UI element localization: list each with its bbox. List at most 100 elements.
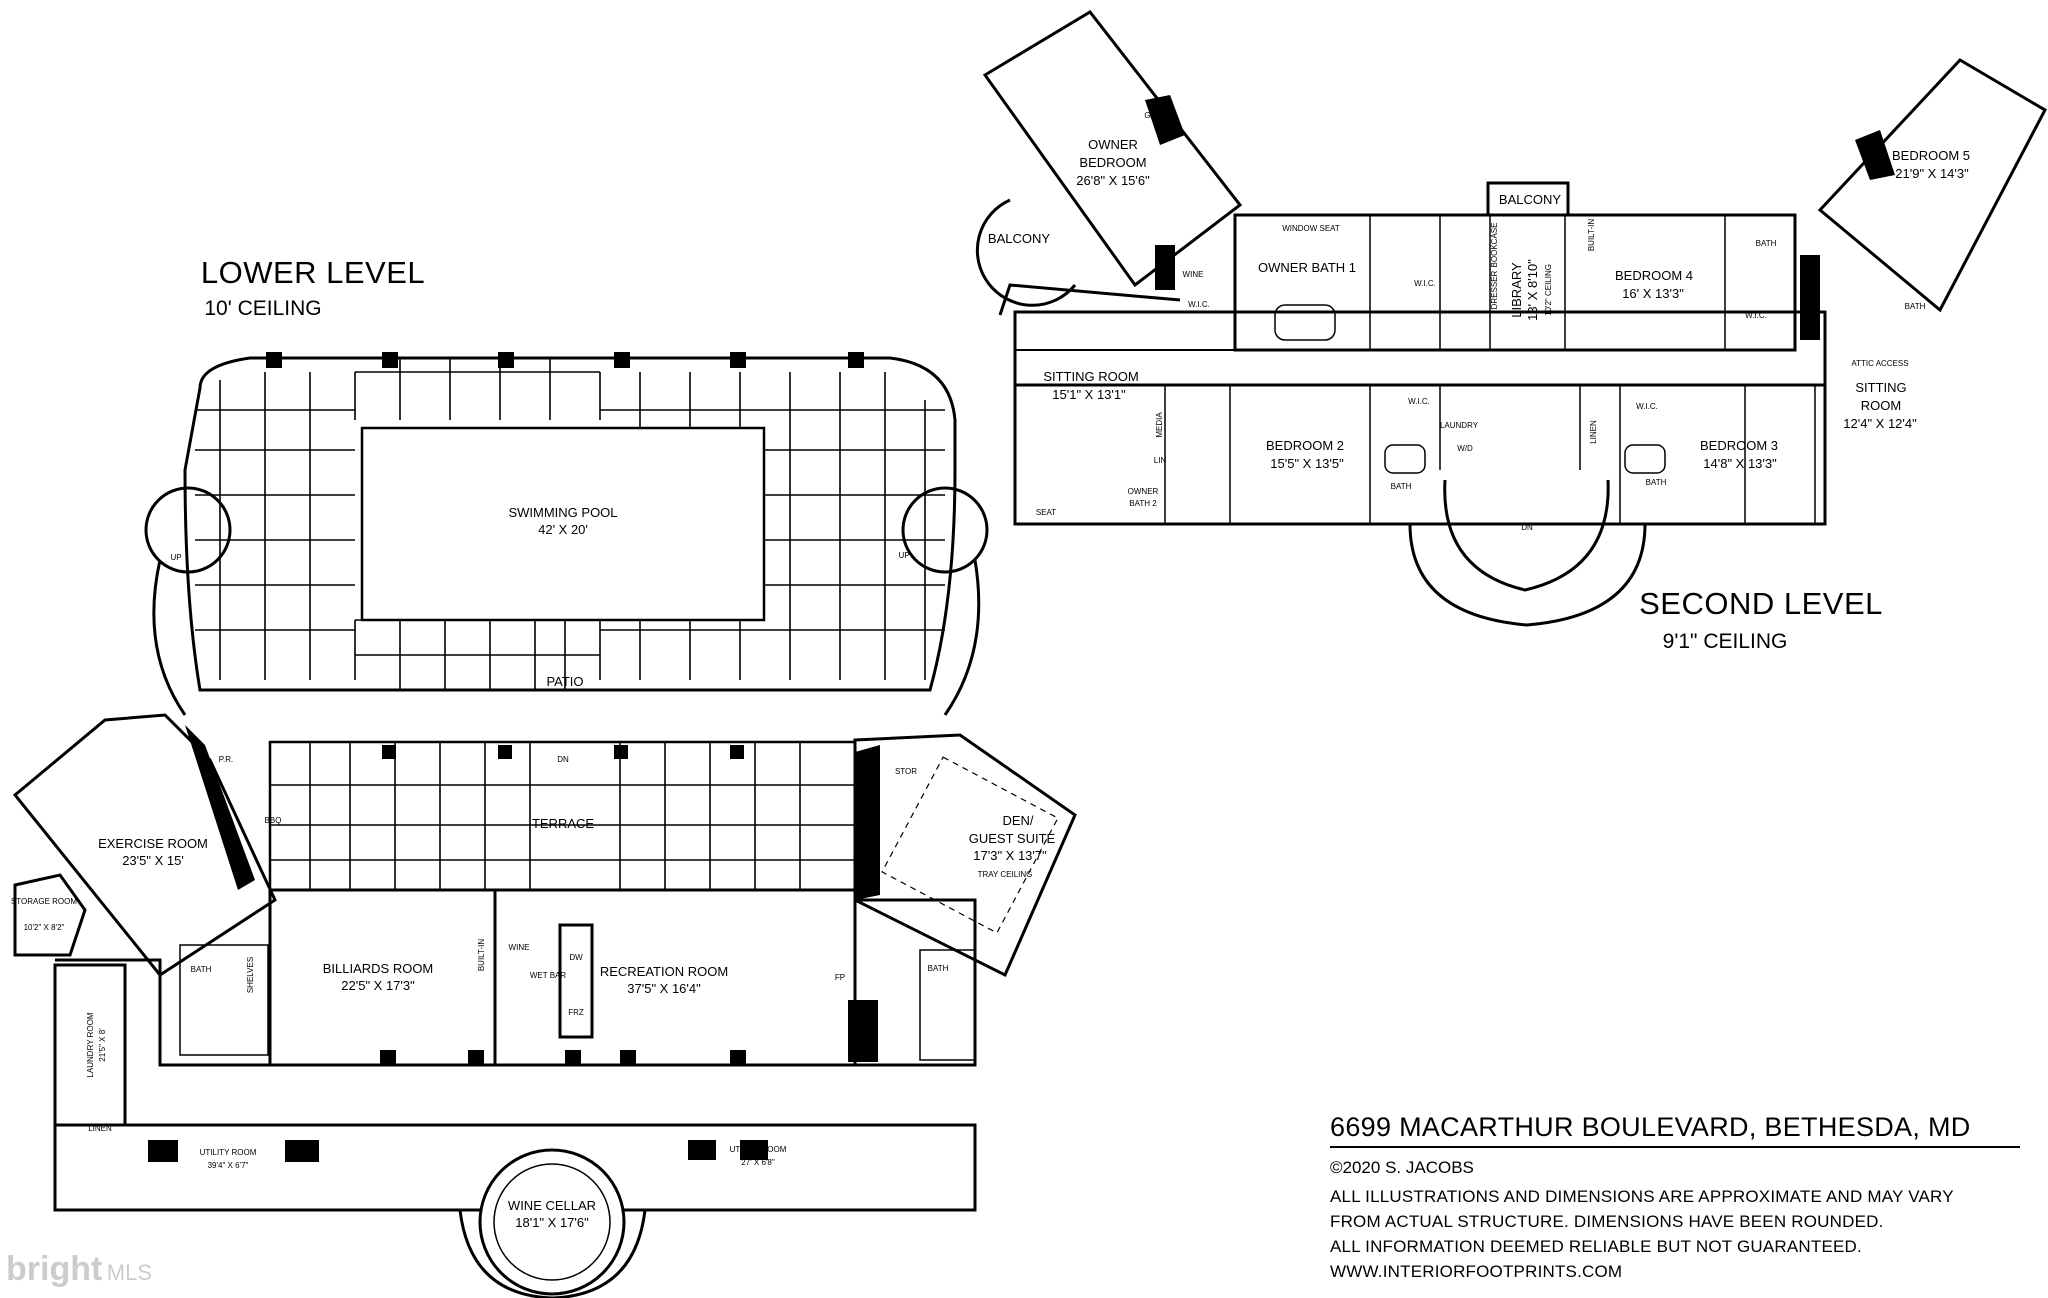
bedroom-5-label: BEDROOM 5 xyxy=(1892,148,1970,163)
swimming-pool-dims: 42' X 20' xyxy=(538,522,588,537)
wic-bed2-label: W.I.C. xyxy=(1408,397,1430,406)
dresser-label: DRESSER xyxy=(1490,270,1499,309)
built-in-label-2: BUILT-IN xyxy=(1587,219,1596,252)
wine-cellar-dims: 18'1" X 17'6" xyxy=(515,1215,589,1230)
bath-right-label: BATH xyxy=(928,964,949,973)
swimming-pool-label: SWIMMING POOL xyxy=(508,505,617,520)
wine-rack-label: WINE xyxy=(509,943,530,952)
website: WWW.INTERIORFOOTPRINTS.COM xyxy=(1330,1262,1623,1281)
recreation-room-label: RECREATION ROOM xyxy=(600,964,728,979)
library-ceiling: 10'2" CEILING xyxy=(1544,264,1553,316)
recreation-room-dims: 37'5" X 16'4" xyxy=(627,981,701,996)
bedroom-4-label: BEDROOM 4 xyxy=(1615,268,1693,283)
owner-bedroom-label-2: BEDROOM xyxy=(1079,155,1146,170)
watermark-brand: bright xyxy=(6,1250,103,1288)
den-note: TRAY CEILING xyxy=(978,870,1033,879)
balcony-left-label: BALCONY xyxy=(988,231,1050,246)
laundry-room-dims: 21'5" X 8' xyxy=(98,1028,107,1062)
bookcase-label: BOOKCASE xyxy=(1490,223,1499,268)
attic-access-label: ATTIC ACCESS xyxy=(1851,359,1908,368)
gas-fp-label: GAS FP xyxy=(1144,111,1173,120)
linen-label: LINEN xyxy=(88,1124,112,1133)
den-label: DEN/ xyxy=(1002,813,1033,828)
storage-closet-label: STOR xyxy=(895,767,917,776)
bedroom-3-dims: 14'8" X 13'3" xyxy=(1703,456,1777,471)
lower-level-plan xyxy=(12,352,1077,1298)
disclaimer-line-1: ALL ILLUSTRATIONS AND DIMENSIONS ARE APP… xyxy=(1330,1187,1954,1206)
shelves-label: SHELVES xyxy=(246,957,255,993)
stair-up-left: UP xyxy=(170,553,181,562)
media-label: MEDIA xyxy=(1155,412,1164,438)
owner-bedroom-label: OWNER xyxy=(1088,137,1138,152)
disclaimer-line-2: FROM ACTUAL STRUCTURE. DIMENSIONS HAVE B… xyxy=(1330,1212,1884,1231)
second-level-title: SECOND LEVEL xyxy=(1639,586,1883,621)
bedroom-4-dims: 16' X 13'3" xyxy=(1622,286,1684,301)
bath-bed5-label: BATH xyxy=(1905,302,1926,311)
balcony-center-label: BALCONY xyxy=(1499,192,1561,207)
fireplace-den-label: FP xyxy=(867,813,877,822)
wic-owner-label: W.I.C. xyxy=(1414,279,1436,288)
storage-room-label: STORAGE ROOM xyxy=(11,897,77,906)
library-dims: 13' X 8'10" xyxy=(1525,259,1540,321)
linen-closet-label: LINEN xyxy=(1589,420,1598,444)
bedroom-3-label: BEDROOM 3 xyxy=(1700,438,1778,453)
stair-down-center: DN xyxy=(557,755,569,764)
utility-room-1-dims: 39'4" X 6'7" xyxy=(208,1161,249,1170)
built-in-label: BUILT-IN xyxy=(477,939,486,972)
swimming-pool xyxy=(360,426,766,622)
owner-bath-2-label-2: BATH 2 xyxy=(1129,499,1157,508)
library-label: LIBRARY xyxy=(1509,262,1524,318)
sitting-room-right-label-2: ROOM xyxy=(1861,398,1901,413)
patio-label: PATIO xyxy=(546,674,583,689)
dishwasher-label: DW xyxy=(569,953,583,962)
lower-level-ceiling: 10' CEILING xyxy=(204,297,321,320)
fireplace-rec-label: FP xyxy=(835,973,845,982)
window-seat-label: WINDOW SEAT xyxy=(1282,224,1340,233)
second-level-ceiling: 9'1" CEILING xyxy=(1663,630,1788,653)
second-level-plan xyxy=(975,10,2047,627)
wic-owner-2-label: W.I.C. xyxy=(1188,300,1210,309)
bath-bed4-label: BATH xyxy=(1756,239,1777,248)
bedroom-2-label: BEDROOM 2 xyxy=(1266,438,1344,453)
exercise-room-label: EXERCISE ROOM xyxy=(98,836,208,851)
storage-room-dims: 10'2" X 8'2" xyxy=(24,923,65,932)
laundry-label: LAUNDRY xyxy=(1440,421,1479,430)
wic-bed3-label: W.I.C. xyxy=(1636,402,1658,411)
utility-room-2-label: UTILITY ROOM xyxy=(730,1145,787,1154)
seat-label: SEAT xyxy=(1036,508,1056,517)
wic-bed4-label: W.I.C. xyxy=(1745,311,1767,320)
sitting-room-left-dims: 15'1" X 13'1" xyxy=(1052,387,1126,402)
disclaimer-line-3: ALL INFORMATION DEEMED RELIABLE BUT NOT … xyxy=(1330,1237,1862,1256)
bath-bed3-label: BATH xyxy=(1646,478,1667,487)
property-address: 6699 MACARTHUR BOULEVARD, BETHESDA, MD xyxy=(1330,1112,1971,1142)
watermark-suffix: MLS xyxy=(106,1260,153,1285)
copyright: ©2020 S. JACOBS xyxy=(1330,1158,1474,1177)
owner-bedroom-dims: 26'8" X 15'6" xyxy=(1076,173,1150,188)
washer-dryer-label: W/D xyxy=(1457,444,1473,453)
wet-bar-label: WET BAR xyxy=(530,971,567,980)
mls-watermark: bright MLS xyxy=(6,1250,152,1289)
second-level-labels: OWNER BEDROOM 26'8" X 15'6" BALCONY BALC… xyxy=(988,111,1970,653)
utility-room-1-label: UTILITY ROOM xyxy=(200,1148,257,1157)
billiards-room-dims: 22'5" X 17'3" xyxy=(341,978,415,993)
lower-level-labels: LOWER LEVEL 10' CEILING SWIMMING POOL 42… xyxy=(11,255,1056,1230)
wine-cellar-label: WINE CELLAR xyxy=(508,1198,596,1213)
lower-level-title: LOWER LEVEL xyxy=(201,255,425,290)
stair-up-right: UP xyxy=(898,551,909,560)
bedroom-2-dims: 15'5" X 13'5" xyxy=(1270,456,1344,471)
terrace-label: TERRACE xyxy=(532,816,594,831)
owner-bath-1-label: OWNER BATH 1 xyxy=(1258,260,1356,275)
freezer-label: FRZ xyxy=(568,1008,584,1017)
den-label-2: GUEST SUITE xyxy=(969,831,1056,846)
powder-room-label: P.R. xyxy=(219,755,234,764)
den-dims: 17'3" X 13'7" xyxy=(973,848,1047,863)
lin-label: LIN xyxy=(1154,456,1167,465)
wine-fridge-label: WINE xyxy=(1183,270,1204,279)
bbq-label: BBQ xyxy=(265,816,282,825)
sitting-room-right-label: SITTING xyxy=(1855,380,1906,395)
owner-bath-2-label: OWNER xyxy=(1128,487,1159,496)
sitting-room-right-dims: 12'4" X 12'4" xyxy=(1843,416,1917,431)
laundry-room-label: LAUNDRY ROOM xyxy=(86,1012,95,1077)
sitting-room-left-label: SITTING ROOM xyxy=(1043,369,1138,384)
